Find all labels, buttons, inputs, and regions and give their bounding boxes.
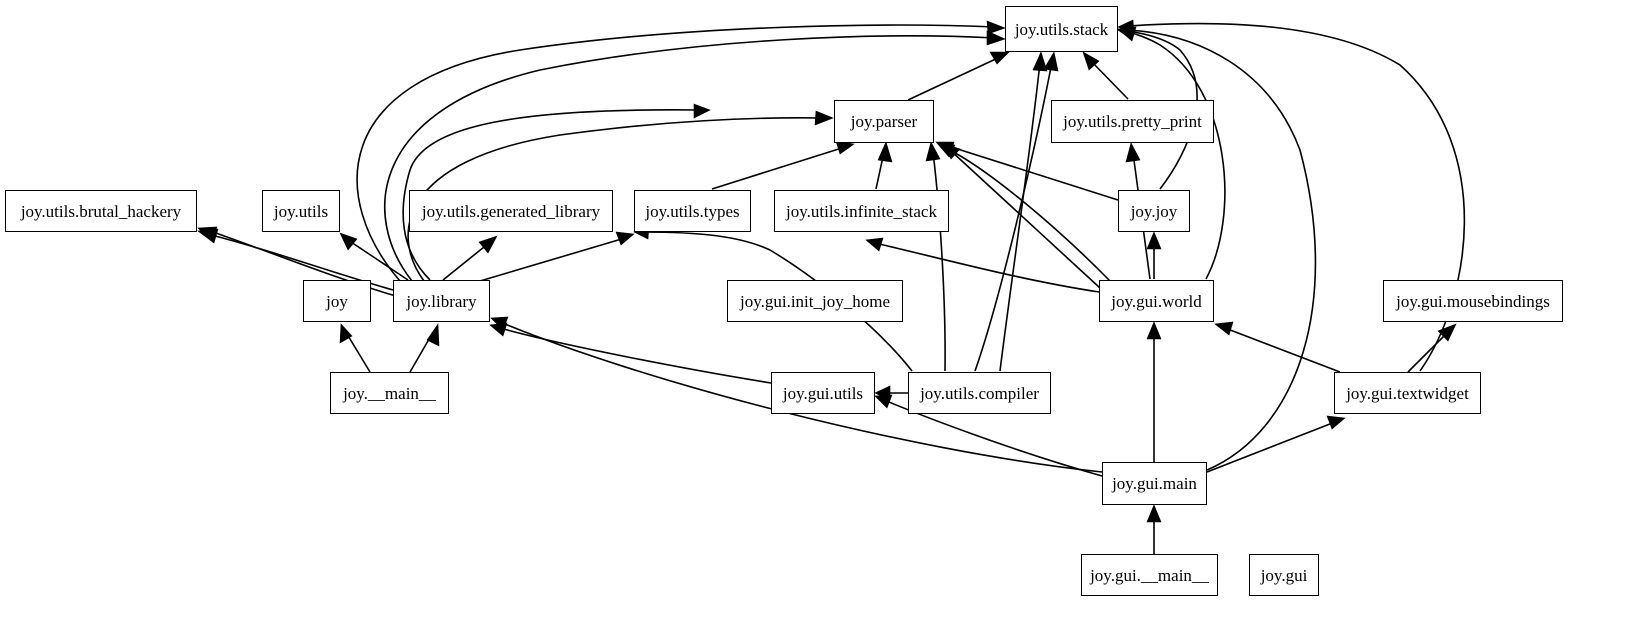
graph-node-label: joy.parser (850, 112, 918, 131)
graph-node-joy.gui.init_joy_home[interactable]: joy.gui.init_joy_home (727, 280, 903, 322)
graph-node-joy.gui.utils[interactable]: joy.gui.utils (771, 372, 875, 414)
graph-node-label: joy.utils.pretty_print (1063, 112, 1202, 131)
graph-node-label: joy.utils.types (645, 201, 740, 221)
graph-node-joy.__main__[interactable]: joy.__main__ (330, 372, 449, 414)
graph-node-label: joy.library (406, 291, 477, 311)
edge-joy.utils.compiler-to-joy.gui.utils (874, 385, 908, 401)
graph-node-joy.gui.world[interactable]: joy.gui.world (1099, 280, 1214, 322)
graph-node-label: joy.utils.compiler (920, 383, 1039, 403)
graph-node-joy.gui.mousebindings[interactable]: joy.gui.mousebindings (1383, 280, 1563, 322)
graph-node-joy.utils.compiler[interactable]: joy.utils.compiler (908, 372, 1051, 414)
graph-node-joy.utils.pretty_print[interactable]: joy.utils.pretty_print (1051, 100, 1214, 143)
edge-joy.utils.pretty_print-to-joy.utils.stack (1082, 51, 1129, 100)
graph-node-label: joy.gui.__main__ (1090, 565, 1209, 585)
edge-joy.gui.main-to-joy.gui.textwidget (1206, 415, 1346, 473)
graph-node-label: joy.gui (1260, 565, 1308, 585)
graph-node-joy.library[interactable]: joy.library (393, 280, 490, 322)
graph-node-label: joy.gui.mousebindings (1396, 291, 1550, 311)
graph-node-label: joy.utils (273, 201, 329, 221)
edge-joy.library-to-joy.utils.generated_library (442, 235, 498, 281)
edge-joy.utils.infinite_stack-to-joy.parser (875, 141, 893, 190)
graph-node-label: joy.gui.world (1111, 291, 1202, 311)
edge-joy.gui.utils-to-joy.library (489, 322, 772, 384)
edge-joy.gui.__main__-to-joy.gui.main (1146, 504, 1162, 554)
graph-node-label: joy.utils.infinite_stack (786, 201, 937, 221)
edge-joy.parser-to-joy.utils.stack (907, 51, 1010, 101)
graph-node-label: joy.gui.textwidget (1346, 383, 1469, 403)
graph-node-label: joy.utils.stack (1014, 19, 1109, 39)
graph-node-joy.gui.main[interactable]: joy.gui.main (1102, 462, 1207, 505)
graph-node-joy.utils.generated_library[interactable]: joy.utils.generated_library (409, 190, 613, 232)
graph-node-joy.utils.types[interactable]: joy.utils.types (634, 190, 751, 232)
edge-joy.utils.compiler-to-joy.parser (925, 141, 946, 372)
edge-joy-to-joy.utils.brutal_hackery (197, 226, 397, 297)
graph-node-label: joy.gui.init_joy_home (739, 291, 890, 311)
edge-joy.joy-to-joy.parser (935, 141, 1119, 201)
edge-joy.library-to-joy.utils.stack (356, 20, 1006, 282)
graph-node-joy[interactable]: joy (303, 280, 371, 322)
graph-node-joy.gui[interactable]: joy.gui (1249, 554, 1319, 596)
graph-node-label: joy.utils.brutal_hackery (20, 201, 182, 221)
edge-joy.gui.world-to-joy.parser (941, 142, 1101, 289)
graph-node-label: joy.gui.main (1112, 474, 1197, 493)
graph-node-joy.utils.stack[interactable]: joy.utils.stack (1005, 6, 1118, 52)
graph-node-label: joy.utils.generated_library (421, 201, 601, 221)
graph-node-label: joy.joy (1130, 201, 1178, 221)
edge-joy.utils.compiler-to-joy.utils.stack-2 (999, 51, 1048, 372)
graph-node-label: joy.__main__ (343, 383, 436, 403)
graph-node-label: joy (326, 291, 348, 311)
edge-joy.__main__-to-joy (339, 323, 371, 373)
graph-node-joy.utils[interactable]: joy.utils (262, 190, 340, 232)
edge-joy.library-to-joy.parser (407, 110, 834, 282)
edge-joy.gui.main-to-joy.gui.world (1146, 321, 1162, 462)
edge-joy.gui.world-to-joy.joy (1146, 231, 1162, 279)
edge-joy.gui.world-to-joy.utils.types (865, 237, 1100, 293)
graph-node-label: joy.gui.utils (782, 383, 864, 403)
edge-joy.gui.textwidget-to-joy.gui.mousebindings (1407, 323, 1457, 373)
edge-joy.__main__-to-joy.library (409, 323, 440, 373)
edge-joy.library-to-joy.utils.types (479, 231, 635, 282)
graph-node-joy.parser[interactable]: joy.parser (834, 100, 934, 143)
edge-joy.utils.types-to-joy.parser (711, 140, 855, 190)
edge-joy.gui.world-to-joy.parser-2 (936, 142, 1111, 282)
graph-node-joy.utils.brutal_hackery[interactable]: joy.utils.brutal_hackery (5, 190, 197, 232)
edge-joy.library-to-joy.parser-3 (402, 103, 711, 281)
graph-node-joy.gui.textwidget[interactable]: joy.gui.textwidget (1334, 372, 1481, 414)
edge-joy.utils.compiler-to-joy.utils.stack (974, 51, 1059, 372)
edge-joy.gui.textwidget-to-joy.gui.world (1214, 321, 1341, 373)
graph-node-joy.joy[interactable]: joy.joy (1118, 190, 1190, 232)
edge-joy.library-to-joy.utils (339, 232, 409, 281)
edge-joy.joy-to-joy.utils.stack (1117, 24, 1198, 190)
edge-joy.library-to-joy.utils.stack-2 (384, 30, 1006, 282)
graph-node-joy.utils.infinite_stack[interactable]: joy.utils.infinite_stack (774, 190, 949, 232)
graph-node-joy.gui.__main__[interactable]: joy.gui.__main__ (1081, 554, 1218, 596)
